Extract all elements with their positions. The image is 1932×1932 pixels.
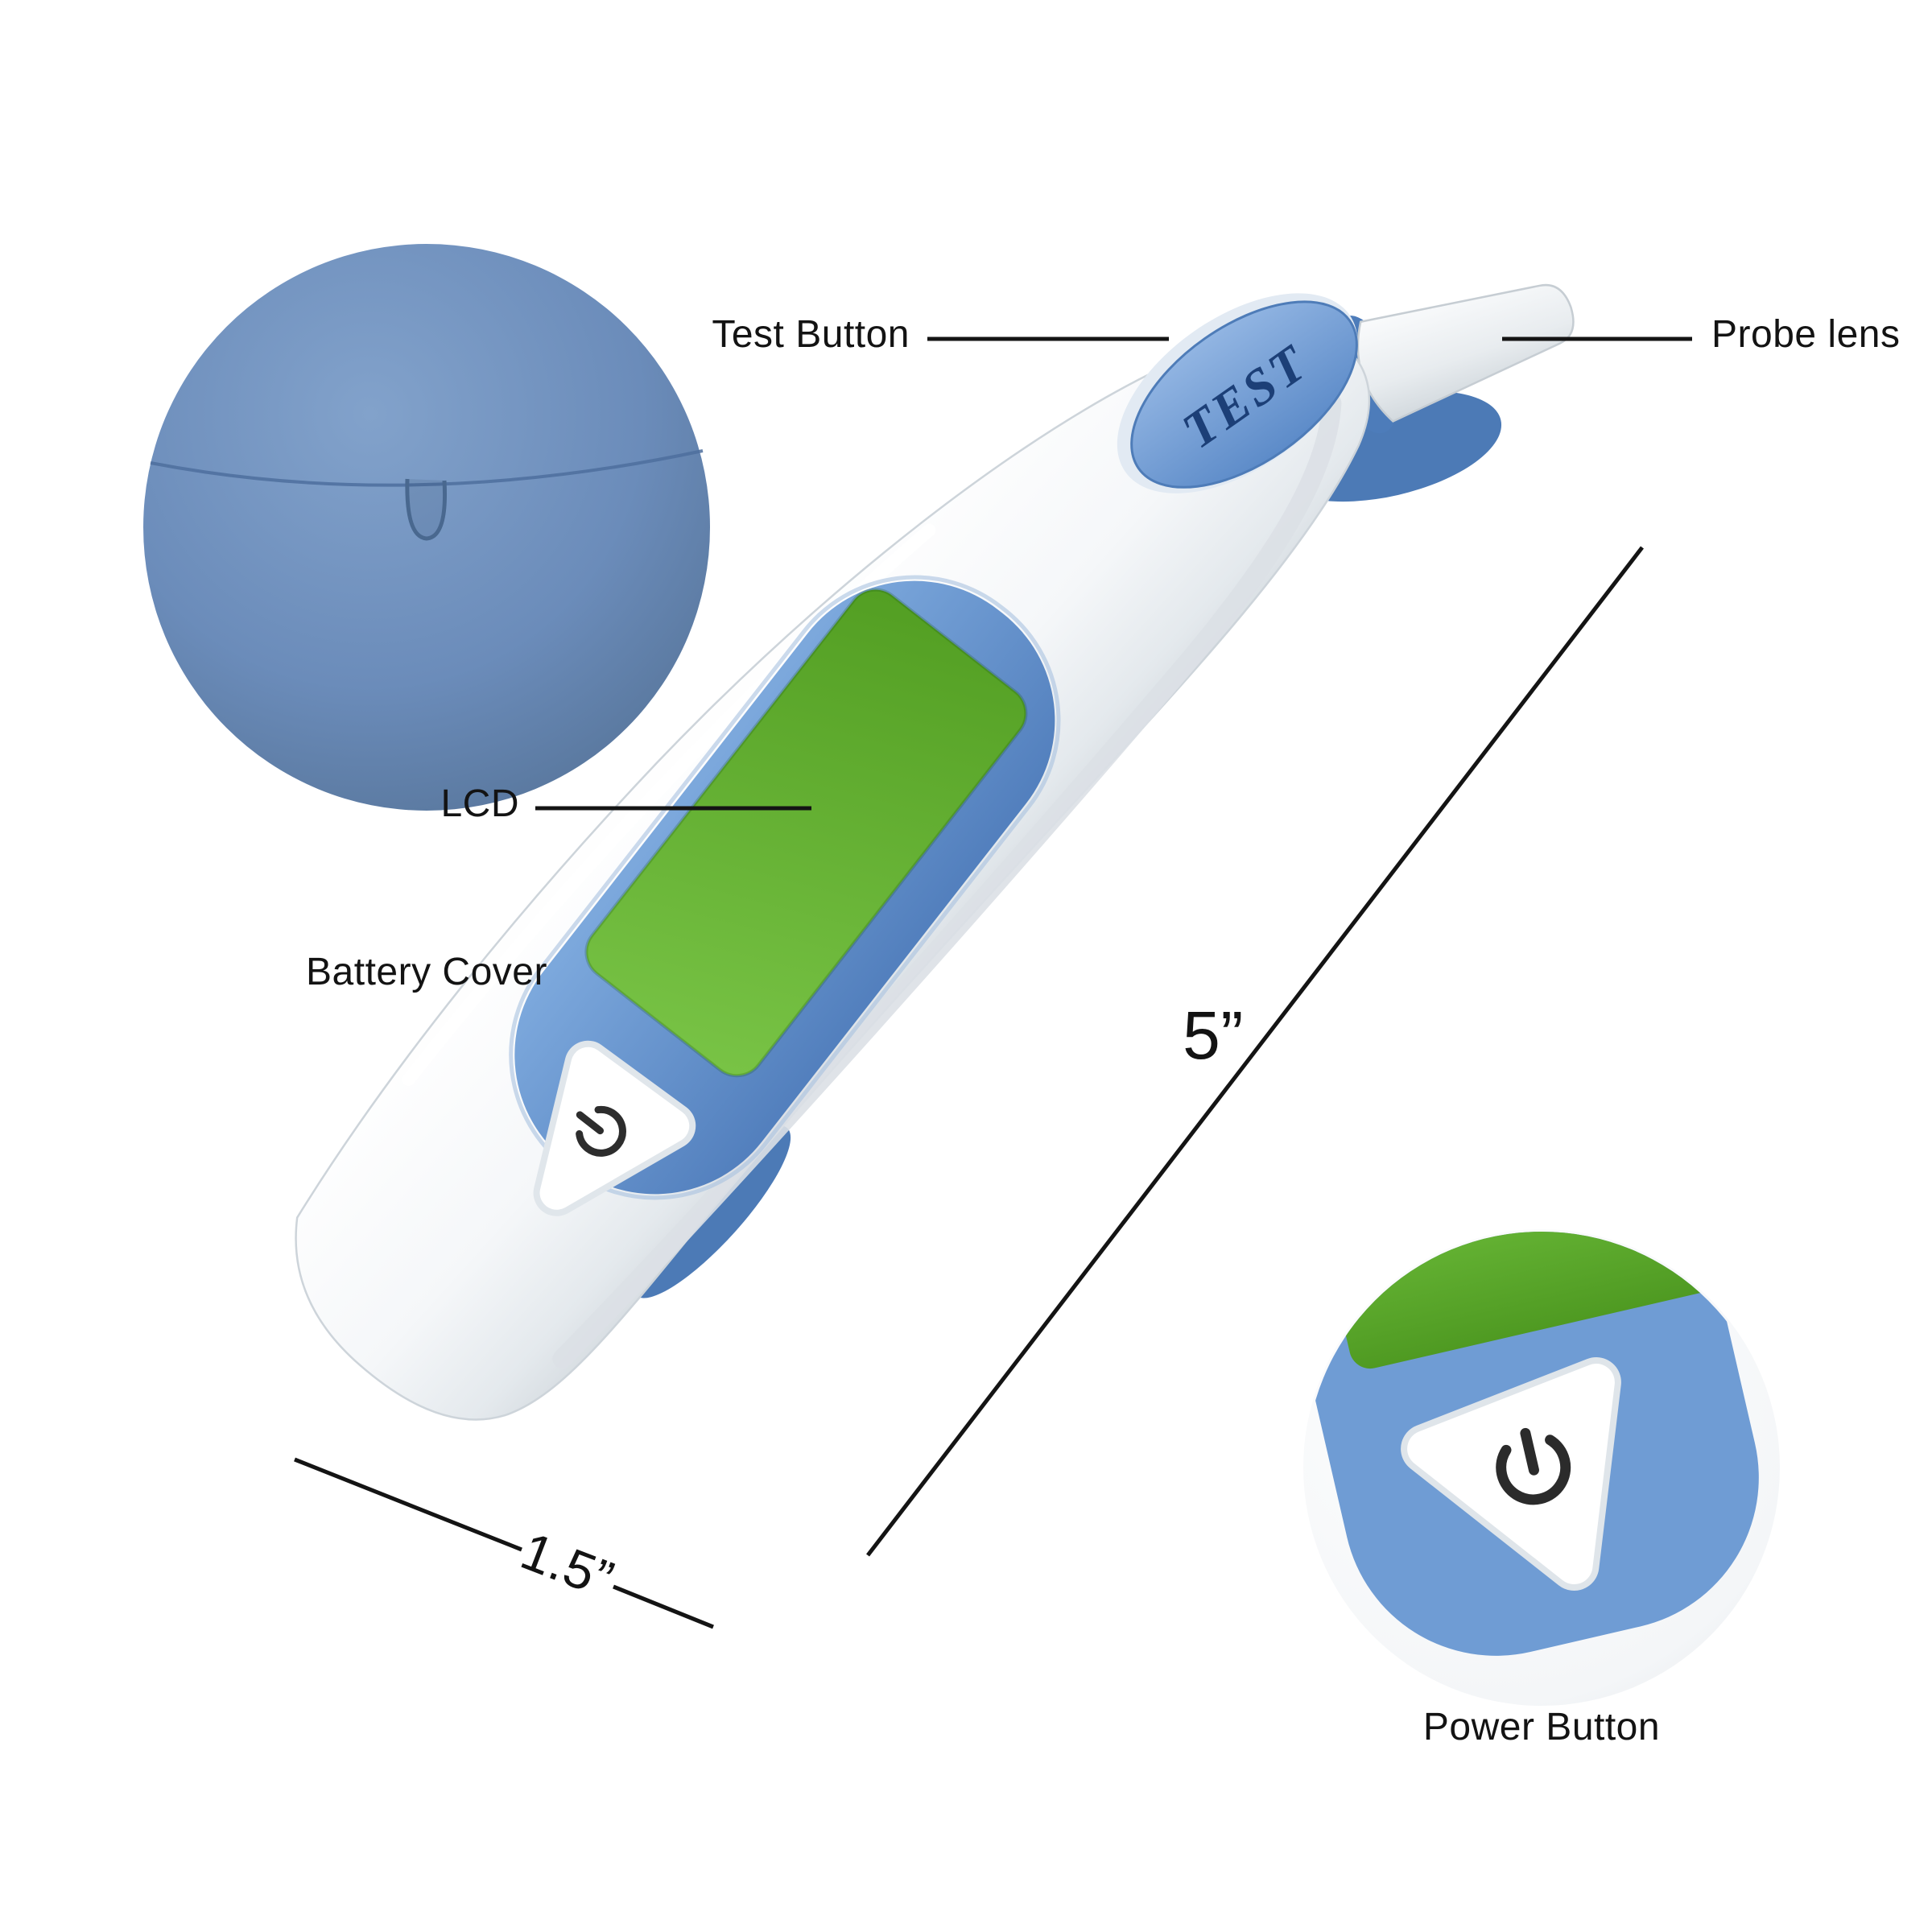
- closeup-power-icon: [1496, 1427, 1571, 1505]
- dimension-lines: [294, 546, 1644, 1629]
- lcd-callout-label: LCD: [440, 782, 519, 825]
- lcd-screen-edge: [584, 588, 1028, 1078]
- battery-cover-seam: [150, 449, 704, 487]
- battery-cover-caption: Battery Cover: [306, 951, 547, 993]
- test-button-face: [1130, 300, 1358, 489]
- dimension-line-width-2: [613, 1584, 714, 1629]
- callout-lines: [535, 336, 1692, 811]
- lcd-screen: [586, 589, 1026, 1076]
- power-button-inset: [1303, 1229, 1780, 1706]
- power-button-caption: Power Button: [1422, 1706, 1661, 1748]
- power-button: [533, 1040, 696, 1216]
- length-dimension-label: 5”: [1183, 997, 1244, 1073]
- dimension-line-width-1: [294, 1457, 522, 1552]
- closeup-power-button-face: [1407, 1364, 1615, 1585]
- power-button-face: [539, 1046, 690, 1210]
- probe-lens-callout-label: Probe lens: [1711, 313, 1901, 356]
- test-button: TEST: [1117, 293, 1358, 493]
- power-icon: [576, 1105, 626, 1157]
- display-panel: [509, 575, 1061, 1200]
- battery-cover-notch: [405, 478, 447, 541]
- dimension-line-length: [866, 546, 1644, 1557]
- body-lower-shadow: [552, 393, 1342, 1368]
- battery-cover-inset: [143, 244, 710, 811]
- thermometer-illustration: TEST: [295, 283, 1575, 1421]
- closeup-lcd-corner: [1327, 1232, 1777, 1369]
- battery-cover-photo: [143, 244, 710, 811]
- test-button-callout-label: Test Button: [712, 313, 910, 356]
- power-button-closeup: [1310, 1232, 1777, 1656]
